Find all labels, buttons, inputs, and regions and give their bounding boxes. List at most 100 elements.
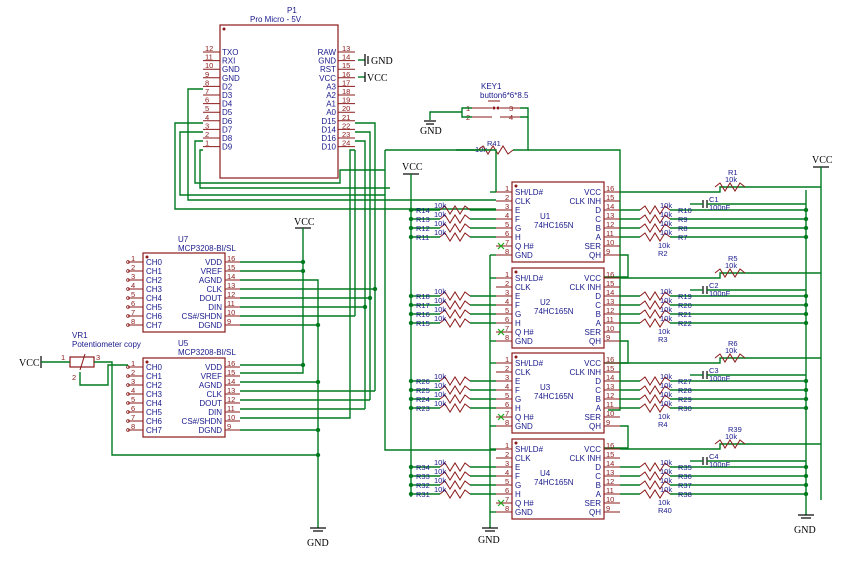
right-resistor-network-4[interactable]: R3510kR3610kR3710kR3810kR3910kC4100nFR40… xyxy=(620,425,809,515)
p1-vcc-label: VCC xyxy=(367,73,388,84)
p1-pin-label: A3 xyxy=(326,82,336,91)
left-resistor-value: 10k xyxy=(434,296,446,305)
left-resistor-value: 10k xyxy=(434,210,446,219)
p1-left-wires xyxy=(174,88,497,451)
adc-pin-label: CH0 xyxy=(146,363,163,372)
adc-pin-num: 8 xyxy=(131,317,135,326)
shift-pin-num: 13 xyxy=(606,468,614,477)
capacitor-ref: C1 xyxy=(709,195,719,204)
p1-pin-num: 21 xyxy=(342,113,350,122)
pull-resistor-value: 10k xyxy=(725,175,737,184)
shift-pin-num: 4 xyxy=(505,468,509,477)
right-resistor-ref: R8 xyxy=(678,224,688,233)
adc-pin-label: VDD xyxy=(205,363,222,372)
shift-pin-label: A xyxy=(596,233,602,242)
r41-ref: R41 xyxy=(487,139,501,148)
shift-pin-label: GND xyxy=(515,508,533,517)
adc-pin-num: 4 xyxy=(131,281,135,290)
p1-pin-label: D9 xyxy=(222,143,233,152)
p1-pin-num: 3 xyxy=(205,121,209,130)
right-resistor-value: 10k xyxy=(660,467,672,476)
shift-pin-label: E xyxy=(515,206,520,215)
shift-pin-num: 4 xyxy=(505,211,509,220)
adc-pin-label: CH5 xyxy=(146,303,163,312)
shift-pin-num: 11 xyxy=(606,315,614,324)
shift-pin-label: CLK INH xyxy=(569,197,601,206)
left-resistor-value: 10k xyxy=(434,228,446,237)
adc-pin-label: DOUT xyxy=(199,294,222,303)
pull-resistor-value: 10k xyxy=(725,346,737,355)
shift-pin-label: H xyxy=(515,490,521,499)
p1-pin-num: 19 xyxy=(342,96,350,105)
shift-pin-num: 14 xyxy=(606,373,614,382)
right-resistor-network-3[interactable]: R2710kR2810kR2910kR3010kR610kC3100nFR410… xyxy=(620,339,809,429)
shift-pin-label: SH/LD# xyxy=(515,359,544,368)
p1-pin-num: 2 xyxy=(205,130,209,139)
pull-resistor-ref: R6 xyxy=(728,339,738,348)
shift-pin-label: GND xyxy=(515,337,533,346)
vr1-potentiometer[interactable]: VR1 Potentiometer copy 1 3 2 xyxy=(61,331,141,382)
adc-pin-label: VDD xyxy=(205,258,222,267)
adc-pin-num: 4 xyxy=(131,386,135,395)
adc-pin-num: 6 xyxy=(131,299,135,308)
adc-pin-label: DGND xyxy=(198,321,222,330)
shift-pin-num: 11 xyxy=(606,400,614,409)
p1-pin-label: D2 xyxy=(222,82,233,91)
u5-body xyxy=(142,357,226,438)
shift-pin-label: D xyxy=(595,292,601,301)
shift-ref: U1 xyxy=(540,212,551,221)
p1-pin-num: 8 xyxy=(205,78,209,87)
shift-pin-label: H xyxy=(515,233,521,242)
shift-pin-label: H xyxy=(515,319,521,328)
adc-pin-num: 15 xyxy=(227,368,235,377)
key1-button[interactable]: KEY1 button6*6*8.5 1 2 3 4 xyxy=(466,82,529,122)
p1-pin-label: A1 xyxy=(326,100,336,109)
p1-pin-num: 7 xyxy=(205,87,209,96)
adc-pin-num: 13 xyxy=(227,281,235,290)
shift-pin-num: 8 xyxy=(505,333,509,342)
adc-pin-num: 12 xyxy=(227,395,235,404)
p1-pin-num: 17 xyxy=(342,78,350,87)
p1-pin-label: D8 xyxy=(222,134,233,143)
right-resistor-value: 10k xyxy=(660,201,672,210)
right-resistor-value: 10k xyxy=(660,314,672,323)
shift-pin-label: SH/LD# xyxy=(515,445,544,454)
adc-pin-label: VREF xyxy=(201,267,222,276)
shift-pin-num: 2 xyxy=(505,279,509,288)
shift-pin-label: SER xyxy=(585,413,602,422)
adc-pin-label: CH3 xyxy=(146,285,163,294)
right-resistor-ref: R38 xyxy=(678,490,692,499)
left-resistor-ref: R14 xyxy=(416,206,430,215)
p1-gnd-label: GND xyxy=(371,56,393,67)
shift-pin-label: A xyxy=(596,490,602,499)
shift-pin-label: CLK xyxy=(515,283,531,292)
shift-pin-label: SER xyxy=(585,499,602,508)
shift-pin-num: 1 xyxy=(505,270,509,279)
shift-pin-num: 5 xyxy=(505,220,509,229)
left-resistor-ref: R18 xyxy=(416,292,430,301)
shift-pin-label: B xyxy=(596,395,601,404)
shift-name: 74HC165N xyxy=(534,307,574,316)
shift-pin-label: C xyxy=(595,386,601,395)
right-resistor-network-2[interactable]: R1910kR2010kR2110kR2210kR510kC2100nFR310… xyxy=(620,254,809,344)
shift-pin-num: 12 xyxy=(606,220,614,229)
left-resistor-ref: R34 xyxy=(416,463,430,472)
shift-pin-num: 3 xyxy=(505,288,509,297)
shift-pin-num: 7 xyxy=(505,409,509,418)
left-resistor-ref: R15 xyxy=(416,319,430,328)
adc-pin-num: 2 xyxy=(131,368,135,377)
capacitor-value: 100nF xyxy=(709,374,731,383)
